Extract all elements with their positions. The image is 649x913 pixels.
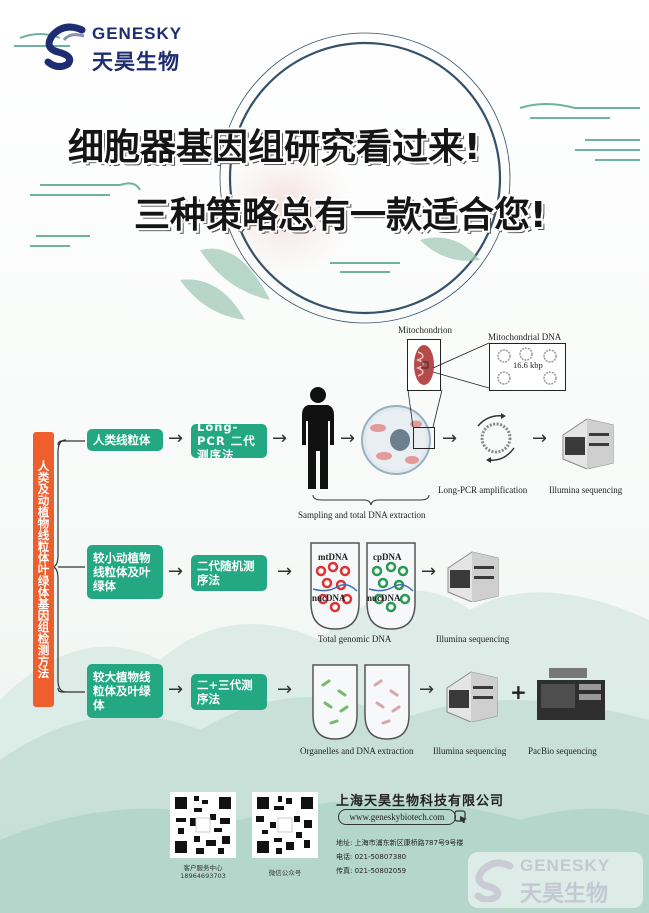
- pacbio-sequencer-icon: [537, 668, 605, 720]
- category-human-mitochondria: 人类线粒体: [87, 429, 163, 451]
- logo-wordmark: GENESKY: [92, 24, 183, 43]
- headline-line-1: 细胞器基因组研究看过来!: [68, 127, 481, 168]
- company-url[interactable]: www.geneskybiotech.com: [338, 809, 456, 825]
- watermark-logo-icon: [474, 859, 514, 902]
- arrow-icon: →: [272, 428, 288, 449]
- qr-label-customer-service: 客户服务中心: [183, 864, 223, 872]
- label-sampling: Sampling and total DNA extraction: [298, 510, 426, 520]
- label-cpdna: cpDNA: [373, 552, 402, 562]
- logo-chinese-name: 天昊生物: [92, 50, 180, 74]
- brace-icon: [312, 494, 430, 506]
- plus-sign: +: [510, 680, 527, 704]
- method-long-pcr: Long-PCR 二代测序法: [191, 420, 267, 462]
- company-address: 地址: 上海市浦东新区康桥路787号9号楼: [336, 839, 464, 847]
- arrow-icon: →: [168, 428, 184, 449]
- label-pacbio: PacBio sequencing: [528, 746, 597, 756]
- cursor-click-icon: [454, 810, 467, 823]
- mitochondrion-inset: [407, 339, 441, 391]
- watermark-wordmark: GENESKY: [520, 856, 611, 875]
- long-pcr-cycle-icon: [477, 413, 515, 463]
- arrow-icon: →: [277, 561, 293, 582]
- zoom-lines: [407, 389, 443, 428]
- cell-icon: [361, 405, 431, 475]
- label-mitochondrion: Mitochondrion: [398, 325, 452, 335]
- arrow-icon: →: [168, 561, 184, 582]
- label-mtdna-size: 16.6 kbp: [513, 360, 543, 370]
- arrow-icon: →: [532, 428, 548, 449]
- dna-zoom-lines: [433, 342, 490, 389]
- arrow-icon: →: [421, 561, 437, 582]
- label-nucdna-2: nucDNA: [367, 593, 401, 603]
- label-illumina-1: Illumina sequencing: [549, 485, 623, 495]
- company-name: 上海天昊生物科技有限公司: [336, 794, 505, 809]
- watermark-chinese-name: 天昊生物: [520, 882, 609, 907]
- method-ngs-tgs: 二+三代测序法: [191, 674, 267, 710]
- arrow-icon: →: [340, 428, 356, 449]
- qr-label-phone: 18964693703: [180, 872, 226, 880]
- zoom-box: [413, 427, 435, 449]
- illumina-sequencer-icon: [446, 671, 498, 722]
- arrow-icon: →: [277, 679, 293, 700]
- tubes-organelles-icon: [312, 664, 410, 740]
- label-long-pcr: Long-PCR amplification: [438, 485, 528, 495]
- illumina-sequencer-icon: [562, 418, 614, 469]
- arrow-icon: →: [419, 679, 435, 700]
- mitochondrial-dna-inset: [489, 343, 566, 391]
- qr-code-wechat: [252, 792, 318, 858]
- label-total-genomic-dna: Total genomic DNA: [318, 634, 392, 644]
- label-mtdna: mtDNA: [318, 552, 348, 562]
- qr-code-customer-service: [170, 792, 236, 858]
- qr-label-wechat: 微信公众号: [268, 869, 302, 877]
- headline-line-2: 三种策略总有一款适合您!: [134, 195, 547, 236]
- company-phone: 电话: 021-50807380: [336, 853, 407, 861]
- watermark-logo: GENESKY 天昊生物: [468, 852, 643, 908]
- label-illumina-2: Illumina sequencing: [436, 634, 510, 644]
- arrow-icon: →: [168, 679, 184, 700]
- methods-sidebar-label: 人类及动植物线粒体叶绿体基因组检测方法: [33, 432, 54, 707]
- label-illumina-3: Illumina sequencing: [433, 746, 507, 756]
- label-nucdna-1: nucDNA: [312, 593, 346, 603]
- arrow-icon: →: [442, 428, 458, 449]
- category-large-plant-organelles: 较大植物线粒体及叶绿体: [87, 664, 163, 718]
- company-fax: 传真: 021-50802059: [336, 867, 407, 875]
- tubes-genomic-dna-icon: [310, 542, 416, 630]
- genesky-logo-icon: [44, 23, 86, 70]
- category-small-organelles: 较小动植物线粒体及叶绿体: [87, 545, 163, 599]
- label-organelles: Organelles and DNA extraction: [300, 746, 414, 756]
- method-ngs-random: 二代随机测序法: [191, 555, 267, 591]
- illumina-sequencer-icon: [447, 551, 499, 602]
- label-mitochondrial-dna: Mitochondrial DNA: [488, 332, 562, 342]
- human-silhouette-icon: [302, 387, 334, 489]
